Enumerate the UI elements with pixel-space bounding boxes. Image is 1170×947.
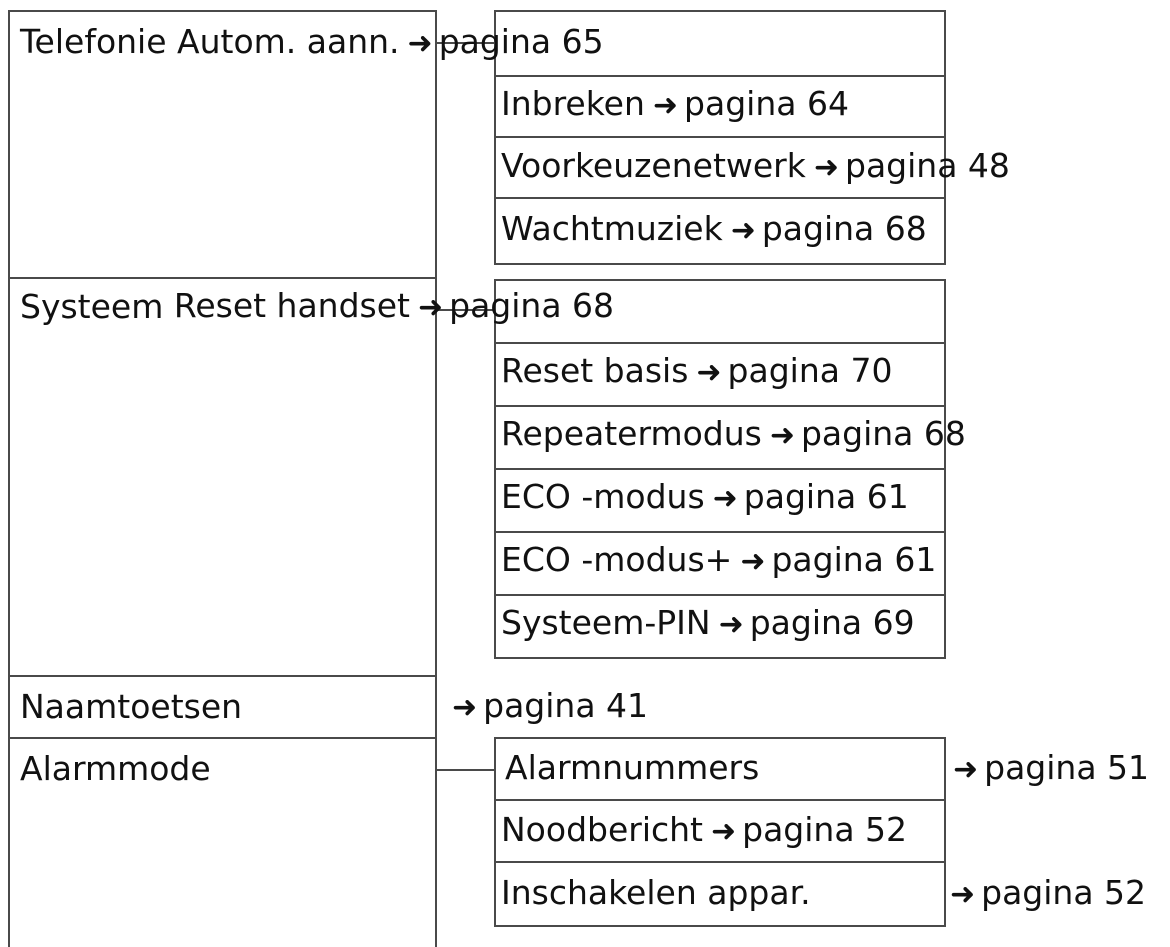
left-label-naamtoetsen: Naamtoetsen <box>20 687 243 726</box>
telefonie-ref-1: pagina 65 <box>438 22 604 61</box>
telefonie-connector <box>437 42 495 44</box>
arrow-icon: ➜ <box>718 607 744 642</box>
left-label-alarmmode: Alarmmode <box>20 749 211 788</box>
arrow-icon: ➜ <box>813 150 840 185</box>
left-item-telefonie: Telefonie <box>8 10 437 279</box>
arrow-icon: ➜ <box>711 814 737 849</box>
telefonie-sub-label-1: Autom. aann. <box>177 22 400 61</box>
telefonie-cell-2 <box>494 75 946 138</box>
alarm-cell-3 <box>494 861 946 927</box>
alarm-connector <box>437 769 495 771</box>
telefonie-row-3: Voorkeuzenetwerk➜pagina 48 <box>501 146 1010 185</box>
telefonie-cell-4 <box>494 197 946 265</box>
arrow-icon: ➜ <box>950 877 976 912</box>
systeem-row-2: Reset basis➜pagina 70 <box>501 351 893 390</box>
alarm-ref-3: ➜pagina 52 <box>950 873 1147 912</box>
alarm-sub-label-1: Alarmnummers <box>505 748 760 787</box>
systeem-cell-2 <box>494 342 946 407</box>
naamtoetsen-ref: ➜pagina 41 <box>452 686 649 725</box>
alarm-ref-1: ➜pagina 51 <box>953 748 1150 787</box>
systeem-connector <box>437 309 495 311</box>
left-label-systeem: Systeem <box>20 287 164 326</box>
arrow-icon: ➜ <box>730 213 756 248</box>
arrow-icon: ➜ <box>769 418 795 453</box>
arrow-icon: ➜ <box>417 290 444 325</box>
arrow-icon: ➜ <box>740 544 766 579</box>
telefonie-cell-1 <box>494 10 946 77</box>
systeem-first-row: Systeem Reset handset➜pagina 68 <box>173 286 615 325</box>
left-item-systeem: Systeem <box>8 277 437 677</box>
left-item-alarmmode: Alarmmode <box>8 737 437 947</box>
systeem-row-4: ECO -modus➜pagina 61 <box>501 477 909 516</box>
alarm-cell-2 <box>494 799 946 863</box>
systeem-cell-3 <box>494 405 946 470</box>
arrow-icon: ➜ <box>953 752 979 787</box>
systeem-cell-1 <box>494 279 946 344</box>
left-item-naamtoetsen: Naamtoetsen <box>8 675 437 739</box>
systeem-row-5: ECO -modus+➜pagina 61 <box>501 540 937 579</box>
alarm-sub-label-3: Inschakelen appar. <box>501 873 811 912</box>
arrow-icon: ➜ <box>696 355 722 390</box>
arrow-icon: ➜ <box>452 690 478 725</box>
left-label-telefonie: Telefonie <box>20 22 167 61</box>
telefonie-first-row: Telefonie Autom. aann.➜pagina 65 <box>20 22 604 64</box>
telefonie-row-4: Wachtmuziek➜pagina 68 <box>501 209 927 248</box>
systeem-cell-6 <box>494 594 946 659</box>
alarm-row-2: Noodbericht➜pagina 52 <box>501 810 908 849</box>
arrow-icon: ➜ <box>712 481 738 516</box>
arrow-icon: ➜ <box>652 88 679 123</box>
telefonie-row-2: Inbreken➜pagina 64 <box>501 84 849 123</box>
systeem-row-6: Systeem-PIN➜pagina 69 <box>501 603 915 642</box>
systeem-row-3: Repeatermodus➜pagina 68 <box>501 414 966 453</box>
systeem-cell-5 <box>494 531 946 596</box>
arrow-icon: ➜ <box>407 26 433 61</box>
systeem-sub-label-1: Reset handset <box>173 286 410 325</box>
